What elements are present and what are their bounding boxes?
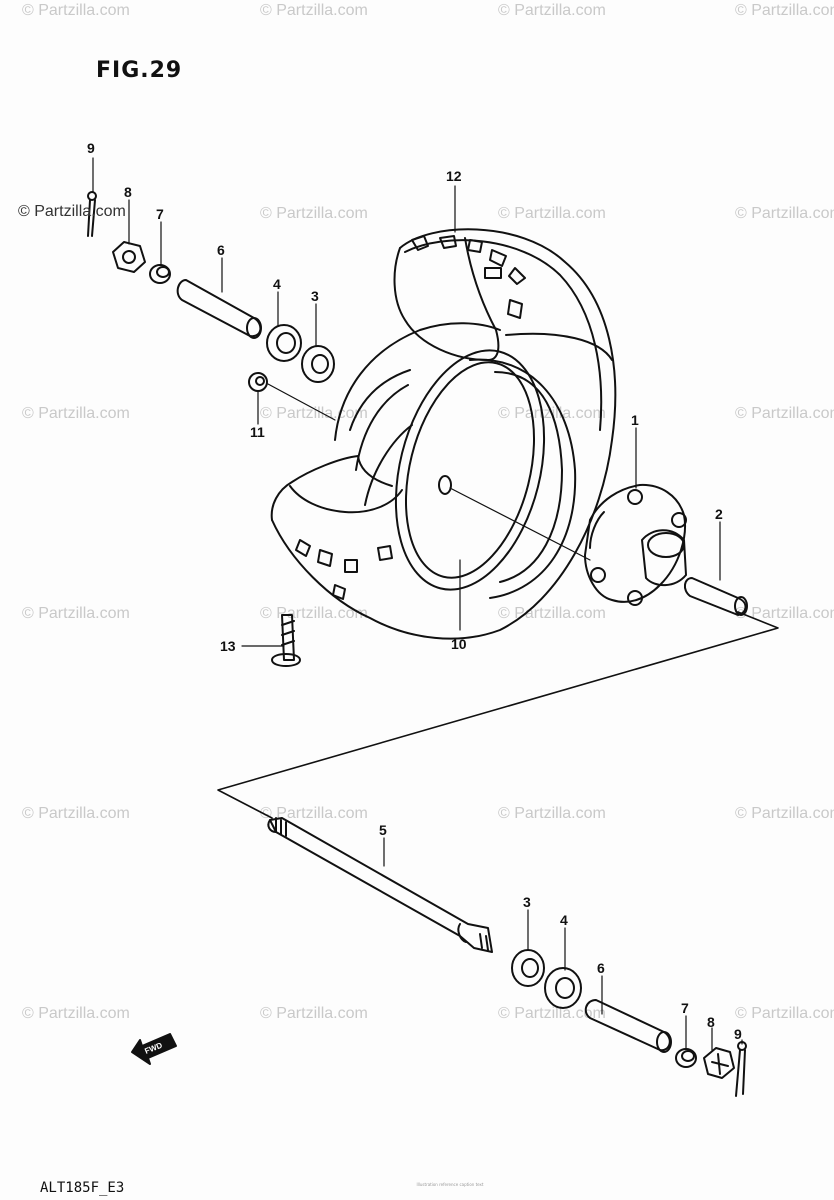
oil-seal-part-4-top [266, 324, 302, 362]
watermark: © Partzilla.com [735, 605, 834, 622]
watermark: © Partzilla.com [22, 605, 130, 622]
callout-3-top: 3 [311, 288, 319, 304]
oil-seal-part-4-bottom [544, 967, 582, 1009]
callout-8-top: 8 [124, 184, 132, 200]
watermark: © Partzilla.com [22, 1005, 130, 1022]
hub-part-1 [584, 483, 687, 606]
callout-9-top: 9 [87, 140, 95, 156]
footer-fine-print: Illustration reference caption text [416, 1182, 484, 1187]
callout-6-top: 6 [217, 242, 225, 258]
callout-6-bottom: 6 [597, 960, 605, 976]
forward-arrow-icon: FWD [131, 1033, 177, 1065]
watermark: © Partzilla.com [735, 1005, 834, 1022]
watermark: © Partzilla.com [260, 605, 368, 622]
wheel-rim [349, 349, 577, 599]
callout-11: 11 [250, 424, 265, 440]
callout-3-bottom: 3 [523, 894, 531, 910]
bearing-part-3-bottom [511, 949, 545, 987]
watermark: © Partzilla.com [735, 205, 834, 222]
watermark: © Partzilla.com [735, 405, 834, 422]
callout-7-top: 7 [156, 206, 164, 222]
callout-2: 2 [715, 506, 723, 522]
collar-part-7-bottom [675, 1048, 697, 1068]
watermark: © Partzilla.com [498, 605, 606, 622]
castle-nut-part-8-bottom [703, 1047, 735, 1079]
callout-8-bottom: 8 [707, 1014, 715, 1030]
callout-5: 5 [379, 822, 387, 838]
callout-4-bottom: 4 [560, 912, 568, 928]
watermark: © Partzilla.com [260, 205, 368, 222]
watermark: © Partzilla.com [498, 205, 606, 222]
watermark: © Partzilla.com [498, 1005, 606, 1022]
leader-lines [92, 157, 779, 1051]
watermark: © Partzilla.com [22, 405, 130, 422]
callout-9-bottom: 9 [734, 1026, 742, 1042]
watermark: © Partzilla.com [260, 1005, 368, 1022]
watermark: © Partzilla.com [735, 2, 834, 19]
watermark: © Partzilla.com [735, 805, 834, 822]
watermark: © Partzilla.com [260, 805, 368, 822]
model-code: ALT185F_E3 [40, 1180, 125, 1196]
bolt-part-13 [271, 614, 301, 667]
callout-7-bottom: 7 [681, 1000, 689, 1016]
castle-nut-part-8-top [112, 241, 146, 273]
spacer-part-2 [684, 577, 748, 616]
axle-part-5 [267, 817, 493, 953]
watermark-accent: © Partzilla.com [18, 203, 126, 220]
watermark: © Partzilla.com [22, 805, 130, 822]
callout-10: 10 [451, 636, 467, 652]
callout-1: 1 [631, 412, 639, 428]
watermark: © Partzilla.com [498, 2, 606, 19]
valve-part-11 [248, 372, 268, 392]
spacer-part-6-top [176, 279, 262, 339]
watermark: © Partzilla.com [260, 2, 368, 19]
cotter-pin-part-9-bottom [735, 1041, 747, 1097]
callout-13: 13 [220, 638, 236, 654]
callout-4-top: 4 [273, 276, 281, 292]
cotter-pin-part-9-top [87, 191, 97, 237]
callout-12: 12 [446, 168, 462, 184]
watermark: © Partzilla.com [22, 2, 130, 19]
figure-title: FIG.29 [96, 58, 183, 83]
watermark: © Partzilla.com [498, 805, 606, 822]
collar-part-7-top [149, 264, 171, 284]
bearing-part-3-top [301, 345, 335, 383]
spacer-part-6-bottom [584, 999, 672, 1053]
